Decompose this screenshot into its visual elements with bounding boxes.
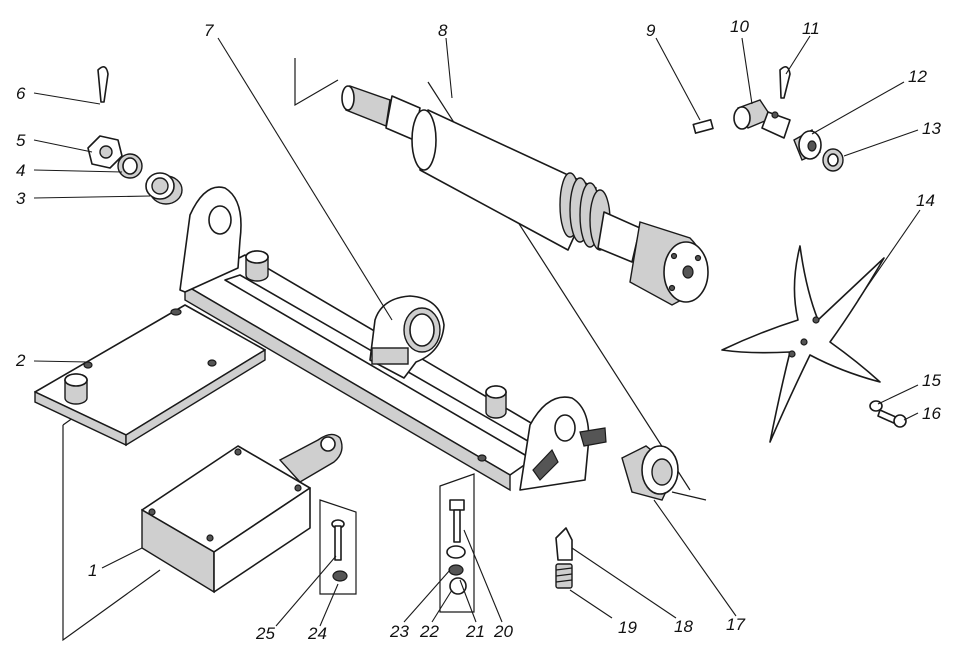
cotter-pin-part-11 xyxy=(779,66,791,99)
bushing-part-3 xyxy=(145,172,183,205)
washer-part-13 xyxy=(822,148,844,172)
callout-label-18: 18 xyxy=(674,617,693,636)
set-screw-part-19 xyxy=(555,563,573,589)
bushing-part-12 xyxy=(793,128,822,161)
base-plate-part-2 xyxy=(34,304,266,447)
callout-label-14: 14 xyxy=(916,191,935,210)
switch-box-part-1 xyxy=(141,433,343,594)
leader-lines xyxy=(33,35,921,627)
fastener-panel-parts-20-23 xyxy=(439,473,475,613)
callout-labels: 1 2 3 4 5 6 7 8 9 10 11 12 13 14 15 16 1… xyxy=(15,17,941,643)
callout-label-23: 23 xyxy=(389,622,409,641)
cotter-pin-part-6 xyxy=(97,66,109,103)
pointed-pin-part-18 xyxy=(555,527,573,561)
callout-label-10: 10 xyxy=(730,17,749,36)
callout-label-7: 7 xyxy=(204,21,214,40)
callout-label-3: 3 xyxy=(16,189,26,208)
callout-label-8: 8 xyxy=(438,21,448,40)
screw-part-16 xyxy=(877,409,907,428)
flange-bushing-part-17 xyxy=(621,445,679,501)
shaft-assembly-part-8 xyxy=(341,85,709,306)
pin-part-9 xyxy=(692,119,714,134)
fastener-panel-parts-24-25 xyxy=(319,499,357,595)
callout-label-15: 15 xyxy=(922,371,941,390)
callout-label-24: 24 xyxy=(307,624,327,643)
callout-label-11: 11 xyxy=(802,19,820,38)
axle-pin-part-10 xyxy=(733,99,791,139)
callout-label-6: 6 xyxy=(16,84,26,103)
callout-label-16: 16 xyxy=(922,404,941,423)
callout-label-4: 4 xyxy=(16,161,25,180)
callout-label-12: 12 xyxy=(908,67,927,86)
callout-label-25: 25 xyxy=(255,624,275,643)
clamp-part-7 xyxy=(369,295,445,379)
callout-label-13: 13 xyxy=(922,119,941,138)
callout-label-2: 2 xyxy=(15,351,26,370)
callout-label-22: 22 xyxy=(419,622,439,641)
callout-label-19: 19 xyxy=(618,618,637,637)
star-plate-part-14 xyxy=(721,245,885,443)
callout-label-1: 1 xyxy=(88,561,97,580)
washer-part-4 xyxy=(117,153,143,179)
castle-nut-part-5 xyxy=(87,135,123,169)
callout-label-21: 21 xyxy=(465,622,485,641)
callout-label-17: 17 xyxy=(726,615,745,634)
callout-label-20: 20 xyxy=(493,622,513,641)
callout-label-5: 5 xyxy=(16,131,26,150)
callout-label-9: 9 xyxy=(646,21,656,40)
